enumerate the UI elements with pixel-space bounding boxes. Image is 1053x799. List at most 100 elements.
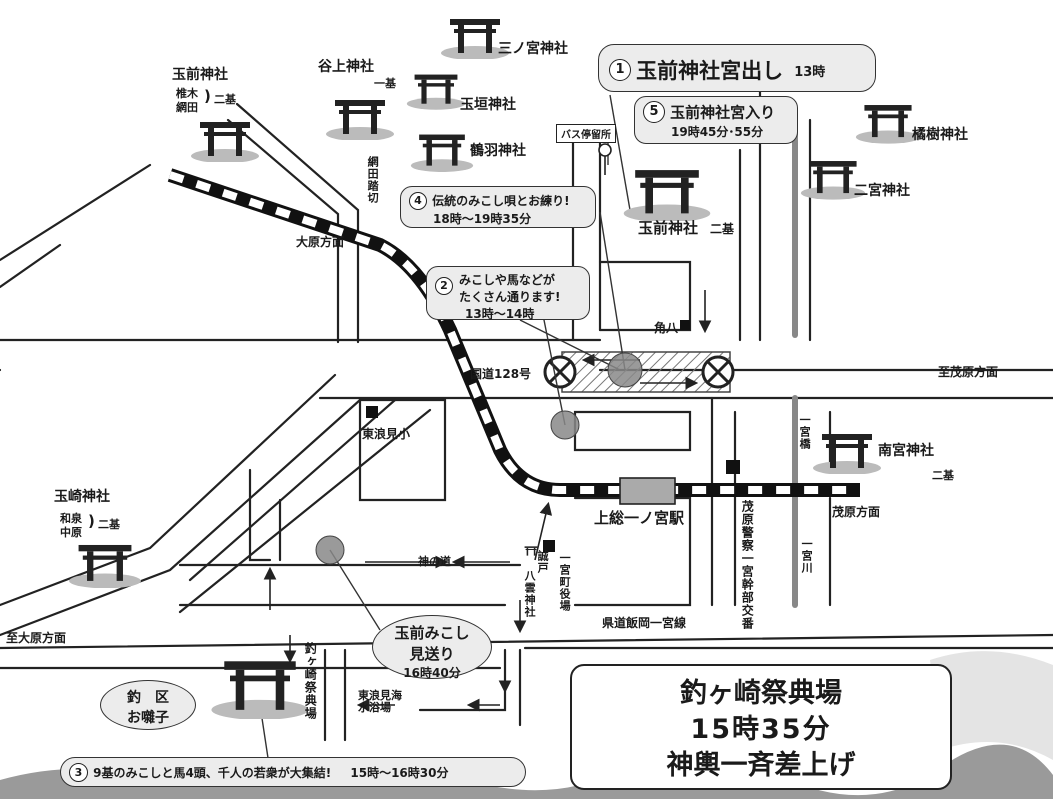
- sendoff-line2: 見送り: [409, 645, 455, 663]
- shrine-tamasaki-main-count: 二基: [710, 222, 735, 236]
- event-4-title: 伝統のみこし唄とお練り!: [432, 194, 570, 208]
- shrine-tamasaki-top-name: 玉前神社: [172, 67, 228, 83]
- main-event-line3: 神輿一斉差上げ: [666, 750, 856, 781]
- event-4-callout: 4 伝統のみこし唄とお練り! 18時〜19時35分: [400, 186, 596, 228]
- event-3-time: 15時〜16時30分: [350, 766, 449, 780]
- event-4-number: 4: [409, 191, 427, 210]
- shrine-tamazaki-sub1: 和泉: [60, 512, 82, 525]
- tsurigasaki-venue-label: 釣ヶ崎祭典場: [303, 642, 318, 720]
- torii-icon: [325, 96, 395, 144]
- event-5-callout: 5 玉前神社宮入り 19時45分･55分: [634, 96, 798, 144]
- shrine-tamasaki-top-sub2: 網田: [176, 101, 198, 114]
- diag-road-c: [178, 408, 432, 614]
- no-entry-signs: [543, 355, 735, 389]
- kadohachi-marker: [680, 320, 690, 330]
- callout-leaders: [259, 94, 631, 759]
- event-2-line2: たくさん通ります!: [459, 290, 561, 304]
- torii-icon: [622, 165, 712, 225]
- shrine-tamasaki-top-count: 二基: [214, 93, 236, 106]
- event-1-time: 13時: [794, 64, 826, 80]
- ichinomiya-bridge-label: 一宮橋: [798, 414, 812, 450]
- torii-icon: [190, 118, 260, 166]
- event-5-time: 19時45分･55分: [671, 125, 764, 139]
- bus-stop-sign: バス停留所: [556, 124, 616, 143]
- railway: [167, 168, 860, 505]
- shrine-tamasaki-main-name: 玉前神社: [638, 219, 699, 237]
- police-box-label: 茂原警察一宮幹部交番: [740, 500, 755, 630]
- event-3-title: 9基のみこしと馬4頭、千人の若衆が大集結!: [93, 766, 332, 780]
- event-2-time: 13時〜14時: [465, 307, 535, 321]
- north-road-b: [226, 118, 340, 344]
- traffic-arrows: [263, 290, 712, 712]
- seto-label: 誠戸: [536, 550, 550, 574]
- amida-crossing-label: 網田踏切: [366, 156, 380, 204]
- station-label: 上総一ノ宮駅: [594, 509, 685, 527]
- main-event-box: 釣ヶ崎祭典場 15時35分 神輿一斉差上げ: [570, 664, 952, 790]
- police-box-marker: [726, 460, 740, 474]
- torii-icon: [68, 540, 142, 592]
- kaminomichi-label: 神の道: [418, 555, 451, 568]
- shrine-ninomiya-name: 二宮神社: [854, 183, 910, 199]
- beach-label: 東浪見海水浴場: [358, 689, 402, 715]
- north-road-a: [235, 102, 360, 344]
- sendoff-line1: 玉前みこし: [394, 624, 470, 642]
- ohayashi-line1: 釣 区: [127, 690, 169, 706]
- event-3-number: 3: [69, 763, 88, 782]
- torii-icon: [812, 430, 882, 478]
- main-event-line1: 釣ヶ崎祭典場: [680, 678, 842, 709]
- school-marker: [366, 406, 378, 418]
- diag-road-b: [0, 373, 337, 607]
- torii-icon: [800, 156, 866, 204]
- event-1-callout: 1 玉前神社宮出し 13時: [598, 44, 876, 92]
- shrine-minamimiya-name: 南宮神社: [878, 443, 934, 459]
- shrine-yagami-count: 一基: [374, 77, 396, 90]
- town-office-marker: [543, 540, 555, 552]
- event-1-number: 1: [609, 59, 631, 81]
- shrine-yagami-name: 谷上神社: [318, 59, 374, 75]
- prefectural-road-north: [0, 633, 1053, 650]
- mobara-direction-right: 至茂原方面: [938, 365, 999, 379]
- event-3-callout: 3 9基のみこしと馬4頭、千人の若衆が大集結! 15時〜16時30分: [60, 757, 526, 787]
- event-2-line1: みこしや馬などが: [459, 273, 555, 287]
- brace: ): [88, 512, 95, 530]
- mobara-direction-low: 茂原方面: [832, 505, 881, 519]
- school-label: 東浪見小: [362, 427, 411, 441]
- ohayashi-line2: お囃子: [127, 710, 169, 726]
- small-torii-icon: [522, 543, 540, 562]
- torii-icon: [440, 15, 510, 63]
- bus-stop-pole: [598, 143, 612, 157]
- prefectural-road-label: 県道飯岡一宮線: [602, 616, 687, 630]
- sendoff-time: 16時40分: [403, 666, 461, 680]
- shrine-yakumo-name: 八雲神社: [523, 570, 537, 618]
- main-event-line2: 15時35分: [690, 714, 832, 745]
- event-5-number: 5: [643, 101, 665, 123]
- torii-icon: [855, 100, 921, 148]
- event-1-title: 玉前神社宮出し: [636, 59, 784, 83]
- diag-road-a: [0, 398, 362, 637]
- shrine-tamazaki-sub2: 中原: [60, 526, 82, 539]
- procession-markers: [315, 352, 643, 565]
- ohayashi-callout: 釣 区 お囃子: [100, 680, 196, 730]
- event-4-time: 18時〜19時35分: [433, 211, 532, 226]
- shrine-tachibana-name: 橘樹神社: [912, 127, 968, 143]
- shrine-tamasaki-top-sub1: 椎木: [176, 87, 198, 100]
- ohara-direction-left: 至大原方面: [6, 631, 67, 645]
- event-5-title: 玉前神社宮入り: [670, 103, 776, 122]
- brace: ): [204, 87, 211, 105]
- shrine-tamazaki-name: 玉崎神社: [54, 489, 110, 505]
- torii-icon: [406, 70, 466, 114]
- shrine-tamazaki-count: 二基: [98, 518, 120, 531]
- wave-decor-right: [930, 651, 1053, 760]
- town-office-label: 一宮町役場: [558, 552, 572, 612]
- torii-icon: [210, 655, 310, 723]
- route128-label: 国道128号: [470, 367, 532, 381]
- ichinomiya-river-label: 一宮川: [800, 538, 814, 574]
- ohara-direction-top: 大原方面: [296, 235, 345, 249]
- shrine-tsuruha-name: 鶴羽神社: [470, 143, 526, 159]
- sendoff-callout: 玉前みこし 見送り 16時40分: [372, 615, 492, 680]
- school-block: [358, 398, 447, 502]
- event-2-callout: 2 みこしや馬などが たくさん通ります! 13時〜14時: [426, 266, 590, 321]
- kadohachi-label: 角八: [654, 321, 679, 335]
- shrine-tamagaki-name: 玉垣神社: [460, 97, 516, 113]
